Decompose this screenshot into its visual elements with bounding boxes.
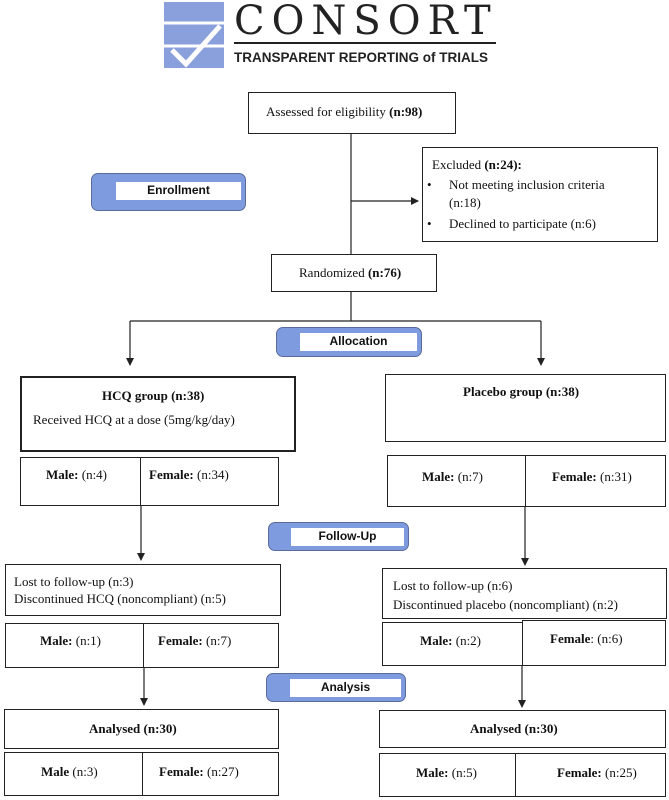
hcq-followup-box: Lost to follow-up (n:3) Discontinued HCQ… [5, 564, 281, 616]
placebo-fu-female-box: Female: (n:6) [522, 620, 666, 666]
excluded-item-1-line1: Not meeting inclusion criteria [449, 177, 605, 192]
stage-followup: Follow-Up [268, 522, 409, 551]
logo-wordmark: CONSORT [234, 0, 498, 44]
assessed-label: Assessed for eligibility [266, 104, 390, 119]
excluded-label: Excluded [432, 157, 485, 172]
stage-allocation-label: Allocation [300, 333, 417, 351]
placebo-lost: Lost to follow-up (n:6) [393, 578, 513, 593]
female-label: Female: [552, 469, 597, 484]
stage-followup-label: Follow-Up [291, 528, 404, 546]
hcq-an-male-box: Male (n:3) [4, 752, 143, 796]
female-count: : (n:6) [590, 631, 623, 646]
male-count: (n:7) [457, 469, 484, 484]
consort-checkmark-icon [164, 2, 224, 68]
hcq-an-male: Male (n:3) [41, 764, 98, 780]
placebo-an-male: Male: (n:5) [416, 765, 477, 781]
placebo-an-male-box: Male: (n:5) [379, 753, 516, 797]
female-label: Female: [149, 467, 194, 482]
placebo-fu-male-box: Male: (n:2) [382, 622, 523, 666]
excluded-item: • [427, 216, 432, 231]
hcq-fu-male: Male: (n:1) [40, 633, 101, 649]
hcq-fu-female: Female: (n:7) [158, 633, 231, 649]
male-count: (n:5) [451, 765, 478, 780]
placebo-followup-box: Lost to follow-up (n:6) Discontinued pla… [382, 568, 667, 619]
male-label: Male: [46, 467, 79, 482]
female-label: Female: [159, 764, 204, 779]
hcq-alloc-male: Male: (n:4) [46, 467, 107, 483]
male-count: (n:1) [75, 633, 102, 648]
hcq-fu-female-box: Female: (n:7) [143, 623, 279, 668]
female-count: (n:27) [207, 764, 239, 779]
placebo-discontinued: Discontinued placebo (noncompliant) (n:2… [393, 597, 618, 612]
hcq-title: HCQ group (n:38) [102, 388, 205, 403]
hcq-analysed-box: Analysed (n:30) [4, 709, 279, 749]
male-label: Male: [416, 765, 449, 780]
excluded-count: (n:24): [484, 157, 522, 172]
placebo-an-female-box: Female: (n:25) [515, 753, 666, 797]
hcq-alloc-male-box: Male: (n:4) [20, 457, 141, 506]
stage-enrollment: Enrollment [91, 173, 246, 211]
male-count: (n:3) [72, 764, 98, 779]
female-count: (n:25) [605, 765, 637, 780]
stage-allocation: Allocation [276, 327, 422, 357]
hcq-lost: Lost to follow-up (n:3) [14, 574, 134, 589]
female-label: Female: [557, 765, 602, 780]
excluded-heading: Excluded (n:24): [432, 157, 522, 173]
male-label: Male: [420, 633, 453, 648]
female-count: (n:31) [600, 469, 632, 484]
male-count: (n:2) [455, 633, 482, 648]
placebo-alloc-female: Female: (n:31) [552, 469, 632, 485]
hcq-alloc-female: Female: (n:34) [149, 467, 229, 483]
logo-tagline: TRANSPARENT REPORTING of TRIALS [234, 50, 488, 65]
randomized-box: Randomized (n:76) [271, 254, 437, 292]
stage-analysis: Analysis [266, 673, 406, 702]
placebo-title: Placebo group (n:38) [463, 384, 580, 399]
placebo-an-female: Female: (n:25) [557, 765, 637, 781]
hcq-group-box: HCQ group (n:38) Received HCQ at a dose … [20, 376, 296, 452]
female-label: Female: [158, 633, 203, 648]
male-label: Male: [422, 469, 455, 484]
assessed-box: Assessed for eligibility (n:98) [248, 92, 456, 134]
hcq-alloc-female-box: Female: (n:34) [140, 457, 279, 506]
hcq-analysed: Analysed (n:30) [89, 721, 177, 736]
male-count: (n:4) [81, 467, 108, 482]
hcq-an-female: Female: (n:27) [159, 764, 239, 780]
placebo-analysed-box: Analysed (n:30) [379, 710, 666, 748]
placebo-alloc-male-box: Male: (n:7) [387, 455, 526, 507]
female-label: Female [550, 631, 591, 646]
stage-enrollment-label: Enrollment [116, 182, 241, 200]
placebo-fu-female: Female: (n:6) [550, 631, 623, 647]
randomized-text: Randomized (n:76) [299, 265, 401, 281]
assessed-count: (n:98) [389, 104, 423, 119]
assessed-text: Assessed for eligibility (n:98) [266, 104, 422, 120]
hcq-fu-male-box: Male: (n:1) [5, 623, 144, 668]
excluded-item-1-line2: (n:18) [449, 195, 481, 210]
female-count: (n:7) [206, 633, 232, 648]
hcq-detail: Received HCQ at a dose (5mg/kg/day) [33, 412, 235, 427]
hcq-an-female-box: Female: (n:27) [142, 752, 279, 796]
stage-analysis-label: Analysis [290, 679, 401, 697]
placebo-fu-male: Male: (n:2) [420, 633, 481, 649]
male-label: Male: [40, 633, 73, 648]
female-count: (n:34) [197, 467, 229, 482]
excluded-box: Excluded (n:24): • Not meeting inclusion… [422, 147, 658, 242]
placebo-analysed: Analysed (n:30) [470, 721, 558, 736]
excluded-item: • [427, 177, 432, 192]
placebo-alloc-female-box: Female: (n:31) [525, 455, 666, 507]
logo-divider [234, 42, 496, 44]
excluded-item-2: Declined to participate (n:6) [449, 216, 596, 231]
hcq-discontinued: Discontinued HCQ (noncompliant) (n:5) [14, 591, 226, 606]
randomized-count: (n:76) [367, 265, 402, 280]
placebo-alloc-male: Male: (n:7) [422, 469, 483, 485]
randomized-label: Randomized [299, 265, 368, 280]
male-label: Male [41, 764, 70, 779]
placebo-group-box: Placebo group (n:38) [385, 374, 666, 442]
